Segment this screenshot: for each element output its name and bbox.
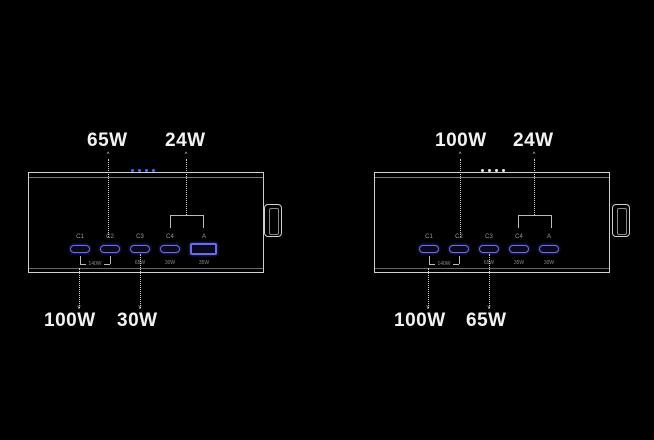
- top-label-c2-watt: 100W: [435, 130, 487, 151]
- status-led-icon: [131, 169, 134, 172]
- combined-bracket-right: [110, 256, 111, 264]
- bracket-left: [170, 215, 171, 228]
- base-line: [29, 268, 263, 269]
- charger-body: [374, 172, 610, 273]
- arrow-down-icon: v: [426, 305, 430, 311]
- bottom-label-c3-watt: 30W: [117, 310, 158, 331]
- side-knob: [612, 204, 630, 237]
- combined-bracket-bottom-left: [80, 264, 86, 265]
- combined-watt-label: 140W: [88, 261, 102, 267]
- side-knob: [264, 204, 282, 237]
- combined-bracket-right: [459, 256, 460, 264]
- usb-c-port-c1: [70, 245, 90, 253]
- port-label-a: A: [546, 234, 551, 240]
- arrow-up-icon: ^: [106, 152, 110, 158]
- usb-a-port: [190, 243, 217, 255]
- top-label-c2-watt: 65W: [87, 130, 128, 151]
- usb-c-port-c4: [509, 245, 529, 253]
- status-leds: [481, 169, 505, 172]
- top-edge-line: [29, 177, 263, 178]
- status-leds: [131, 169, 155, 172]
- arrow-down-icon: v: [77, 305, 81, 311]
- port-label-c3: C3: [136, 234, 144, 240]
- top-edge-line: [375, 177, 609, 178]
- bracket-right: [203, 215, 204, 228]
- knob-inner: [269, 208, 279, 235]
- bracket-top: [518, 215, 551, 216]
- status-led-icon: [152, 169, 155, 172]
- combined-bracket-bottom-left: [429, 264, 435, 265]
- connector-line-c4a: [186, 159, 187, 215]
- top-label-c4a-watt: 24W: [165, 130, 206, 151]
- connector-line-c1: [428, 268, 429, 308]
- base-line: [375, 268, 609, 269]
- connector-line-c1: [79, 268, 80, 308]
- bracket-top: [170, 215, 203, 216]
- combined-watt-label: 140W: [437, 261, 451, 267]
- knob-inner: [617, 208, 627, 235]
- bracket-right: [551, 215, 552, 228]
- combined-bracket-left: [429, 256, 430, 264]
- status-led-icon: [481, 169, 484, 172]
- bottom-label-c1-watt: 100W: [394, 310, 446, 331]
- connector-line-c2: [108, 159, 109, 237]
- status-led-icon: [502, 169, 505, 172]
- port-label-c3: C3: [485, 234, 493, 240]
- port-watt-c4: 30W: [164, 260, 176, 266]
- status-led-icon: [145, 169, 148, 172]
- port-label-c4: C4: [515, 234, 523, 240]
- port-watt-a: 30W: [543, 260, 555, 266]
- top-label-c4a-watt: 24W: [513, 130, 554, 151]
- usb-c-port-c3: [130, 245, 150, 253]
- bracket-left: [518, 215, 519, 228]
- status-led-icon: [138, 169, 141, 172]
- bottom-label-c1-watt: 100W: [44, 310, 96, 331]
- charger-body: [28, 172, 264, 273]
- arrow-up-icon: ^: [458, 152, 462, 158]
- port-label-a: A: [201, 234, 206, 240]
- arrow-up-icon: ^: [184, 152, 188, 158]
- connector-line-c3: [489, 254, 490, 308]
- connector-line-c2: [460, 159, 461, 237]
- status-led-icon: [495, 169, 498, 172]
- port-watt-a: 35W: [198, 260, 210, 266]
- status-led-icon: [488, 169, 491, 172]
- combined-bracket-left: [80, 256, 81, 264]
- combined-bracket-bottom-right: [104, 264, 110, 265]
- usb-c-port-c2: [449, 245, 469, 253]
- usb-c-port-c4: [160, 245, 180, 253]
- arrow-up-icon: ^: [532, 152, 536, 158]
- port-label-c2: C2: [455, 234, 463, 240]
- usb-c-port-a: [539, 245, 559, 253]
- combined-bracket-bottom-right: [453, 264, 459, 265]
- arrow-down-icon: v: [138, 305, 142, 311]
- connector-line-c4a: [534, 159, 535, 215]
- port-label-c2: C2: [106, 234, 114, 240]
- port-label-c1: C1: [425, 234, 433, 240]
- charger-diagram-left: 65W 24W ^ ^ C1 C2 C3 C4 A 140W 65W 30W 3…: [28, 130, 282, 331]
- usb-c-port-c1: [419, 245, 439, 253]
- port-label-c4: C4: [166, 234, 174, 240]
- connector-line-c3: [140, 254, 141, 308]
- usb-c-port-c3: [479, 245, 499, 253]
- bottom-label-c3-watt: 65W: [466, 310, 507, 331]
- port-watt-c4: 35W: [513, 260, 525, 266]
- usb-c-port-c2: [100, 245, 120, 253]
- charger-diagram-right: 100W 24W ^ ^ C1 C2 C3 C4 A 140W 65W 35W …: [327, 0, 654, 440]
- arrow-down-icon: v: [487, 305, 491, 311]
- port-label-c1: C1: [76, 234, 84, 240]
